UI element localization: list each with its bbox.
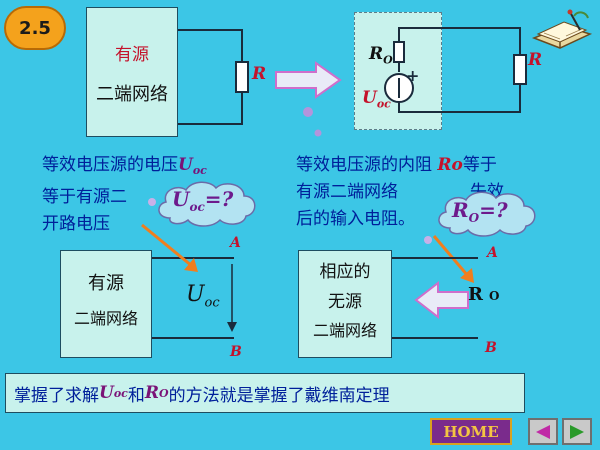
home-button-label: HOME <box>443 422 499 441</box>
terminal-b-right: B <box>485 340 497 356</box>
two-terminal-label-bottom: 二端网络 <box>73 309 138 328</box>
ro-question-cloud <box>438 191 536 237</box>
uoc-explanation: 等效电压源的电压Uoc 等于有源二 开路电压 <box>42 152 282 238</box>
ro-label-top-right: RO <box>369 44 393 67</box>
slide-number-badge: 2.5 <box>4 6 66 50</box>
ro-question-text: RO=? <box>452 198 508 225</box>
two-terminal-label-top: 二端网络 <box>96 84 168 105</box>
ro-explanation-line1: 等效电压源的内阻 Ro等于 <box>296 155 497 175</box>
passive-network-box: 相应的 无源 二端网络 <box>298 250 392 358</box>
uoc-open-circuit-label: Uoc <box>186 282 220 311</box>
top-left-circuit <box>178 29 249 125</box>
uoc-explanation-line2: 等于有源二 <box>42 187 127 208</box>
active-network-box-bottom: 有源 二端网络 <box>60 250 152 358</box>
terminal-a-right: A <box>487 245 498 261</box>
next-button[interactable] <box>562 418 592 445</box>
active-network-box-top: 有源 二端网络 <box>86 7 178 137</box>
ro-explanation-line3: 后的输入电阻。 <box>296 209 415 229</box>
prev-arrow-icon <box>536 424 550 439</box>
uoc-explanation-line1: 等效电压源的电压Uoc <box>42 155 207 178</box>
block-arrow-icon <box>275 61 342 99</box>
source-plus-sign: + <box>406 66 420 85</box>
load-resistor-label-top-left: R <box>252 64 267 84</box>
uoc-question-cloud <box>158 181 256 227</box>
corresponding-label: 相应的 <box>319 262 371 282</box>
uoc-explanation-line3: 开路电压 <box>42 214 110 235</box>
book-icon <box>531 9 593 49</box>
prev-button[interactable] <box>528 418 558 445</box>
bottom-right-terminals <box>392 257 478 339</box>
uoc-label-top-right: Uoc <box>362 88 391 111</box>
active-label-bottom: 有源 <box>88 273 124 294</box>
slide-number: 2.5 <box>19 17 51 39</box>
bottom-left-terminals <box>152 257 237 339</box>
active-label-top: 有源 <box>115 45 149 65</box>
uoc-question-text: Uoc=? <box>172 187 234 214</box>
home-button[interactable]: HOME <box>430 418 512 445</box>
terminal-b-left: B <box>230 344 242 360</box>
two-terminal-label-passive: 二端网络 <box>312 321 377 340</box>
next-arrow-icon <box>570 424 584 439</box>
load-resistor-label-top-right: R <box>528 50 543 70</box>
left-block-arrow-icon <box>414 280 469 320</box>
top-right-circuit <box>384 27 527 113</box>
terminal-a-left: A <box>230 235 241 251</box>
passive-label: 无源 <box>328 292 362 312</box>
